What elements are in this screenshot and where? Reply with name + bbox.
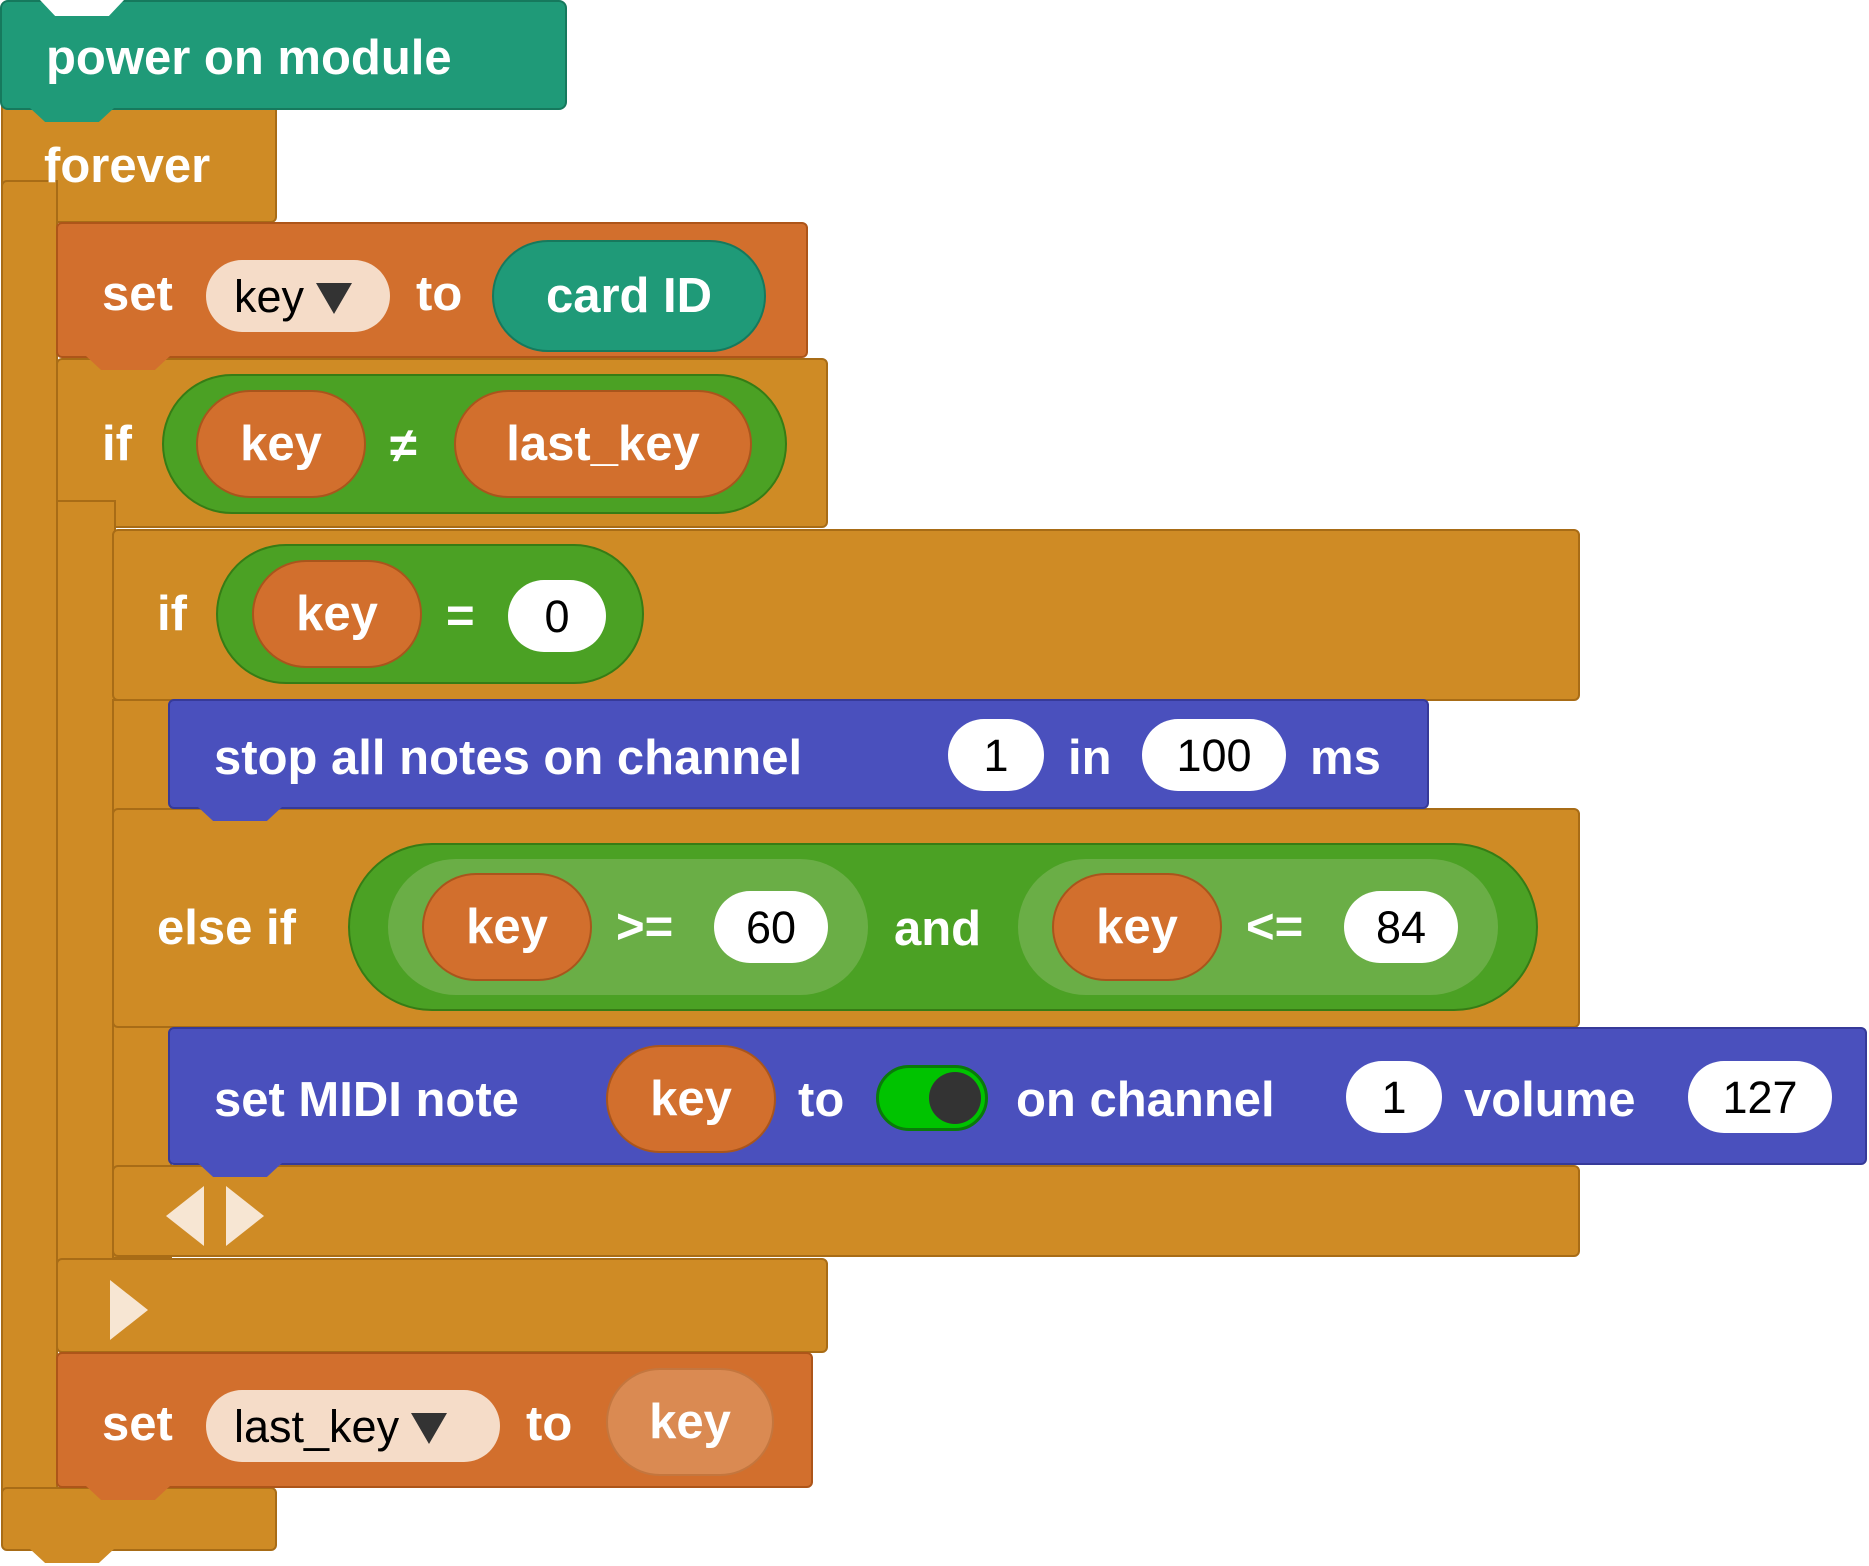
midi-block-bottom-notch (198, 1163, 282, 1177)
set-last-key-bottom-notch (86, 1486, 170, 1500)
volume-label: volume (1464, 1073, 1636, 1127)
key-reporter[interactable]: key (196, 390, 366, 498)
upper-bound-input[interactable]: 84 (1344, 891, 1458, 963)
not-equal-operator: ≠ (390, 419, 417, 473)
less-equal-operator: <= (1246, 900, 1304, 954)
volume-value: 127 (1722, 1071, 1798, 1123)
to-label: to (798, 1073, 845, 1127)
last-key-reporter-label: last_key (506, 416, 700, 471)
else-if-label: else if (157, 901, 296, 955)
upper-bound-value: 84 (1375, 901, 1427, 953)
duration-value: 100 (1176, 729, 1252, 781)
stop-all-notes-block[interactable]: stop all notes on channel 1 in 100 ms (168, 699, 1429, 809)
set-label: set (102, 267, 173, 321)
stop-block-bottom-notch (198, 807, 282, 821)
toggle-knob (929, 1072, 981, 1124)
duration-input[interactable]: 100 (1142, 719, 1286, 791)
set-midi-note-block[interactable]: set MIDI note key to on channel 1 volume… (168, 1027, 1867, 1165)
dropdown-caret-icon (411, 1412, 448, 1444)
set-label: set (102, 1397, 173, 1451)
note-key-label: key (650, 1071, 732, 1126)
equals-operator: = (446, 589, 475, 643)
to-label: to (526, 1397, 573, 1451)
set-key-bottom-notch (86, 356, 170, 370)
remove-arrow-icon[interactable] (166, 1186, 204, 1246)
lower-bound-value: 60 (745, 901, 797, 953)
channel-value: 1 (983, 729, 1009, 781)
hat-bottom-notch (30, 108, 114, 122)
to-label: to (416, 267, 463, 321)
volume-input[interactable]: 127 (1688, 1061, 1832, 1133)
hat-label: power on module (46, 31, 452, 85)
key-reporter-label: key (1096, 899, 1178, 954)
add-arrow-icon[interactable] (110, 1280, 148, 1340)
key-value-label: key (649, 1394, 731, 1449)
key-reporter[interactable]: key (422, 873, 592, 981)
key-reporter-label: key (240, 416, 322, 471)
key-reporter-label: key (296, 586, 378, 641)
set-midi-note-label: set MIDI note (214, 1073, 519, 1127)
zero-value: 0 (544, 590, 570, 642)
variable-name: key (234, 270, 305, 322)
less-equal-condition[interactable]: key <= 84 (1018, 859, 1498, 995)
midi-channel-value: 1 (1381, 1071, 1407, 1123)
key-reporter[interactable]: key (1052, 873, 1222, 981)
in-label: in (1068, 731, 1112, 785)
set-key-block[interactable]: set key to card ID (56, 222, 808, 358)
outer-if-label: if (102, 417, 132, 471)
variable-dropdown[interactable]: last_key (206, 1390, 500, 1462)
midi-channel-input[interactable]: 1 (1346, 1061, 1442, 1133)
variable-name: last_key (234, 1400, 400, 1452)
dropdown-caret-icon (316, 282, 353, 314)
greater-equal-condition[interactable]: key >= 60 (388, 859, 868, 995)
zero-value-input[interactable]: 0 (508, 580, 606, 652)
on-channel-label: on channel (1016, 1073, 1275, 1127)
channel-input[interactable]: 1 (948, 719, 1044, 791)
inner-if-label: if (157, 587, 187, 641)
ms-label: ms (1310, 731, 1381, 785)
greater-equal-operator: >= (616, 900, 674, 954)
key-reporter[interactable]: key (252, 560, 422, 668)
not-equal-condition[interactable]: key ≠ last_key (162, 374, 787, 514)
power-on-hat-block[interactable]: power on module (0, 0, 567, 110)
and-condition[interactable]: key >= 60 and key <= 84 (348, 843, 1538, 1011)
note-key-reporter[interactable]: key (606, 1045, 776, 1153)
card-id-reporter[interactable]: card ID (492, 240, 766, 352)
stop-all-notes-label: stop all notes on channel (214, 731, 803, 785)
variable-dropdown[interactable]: key (206, 260, 390, 332)
forever-label: forever (44, 139, 211, 193)
and-label: and (894, 902, 982, 956)
last-key-reporter[interactable]: last_key (454, 390, 752, 498)
lower-bound-input[interactable]: 60 (714, 891, 828, 963)
key-value-reporter[interactable]: key (606, 1368, 774, 1476)
key-reporter-label: key (466, 899, 548, 954)
set-last-key-block[interactable]: set last_key to key (56, 1352, 813, 1488)
equals-condition[interactable]: key = 0 (216, 544, 644, 684)
add-arrow-icon[interactable] (226, 1186, 264, 1246)
card-id-label: card ID (545, 268, 713, 323)
toggle-switch-on[interactable] (876, 1065, 988, 1131)
